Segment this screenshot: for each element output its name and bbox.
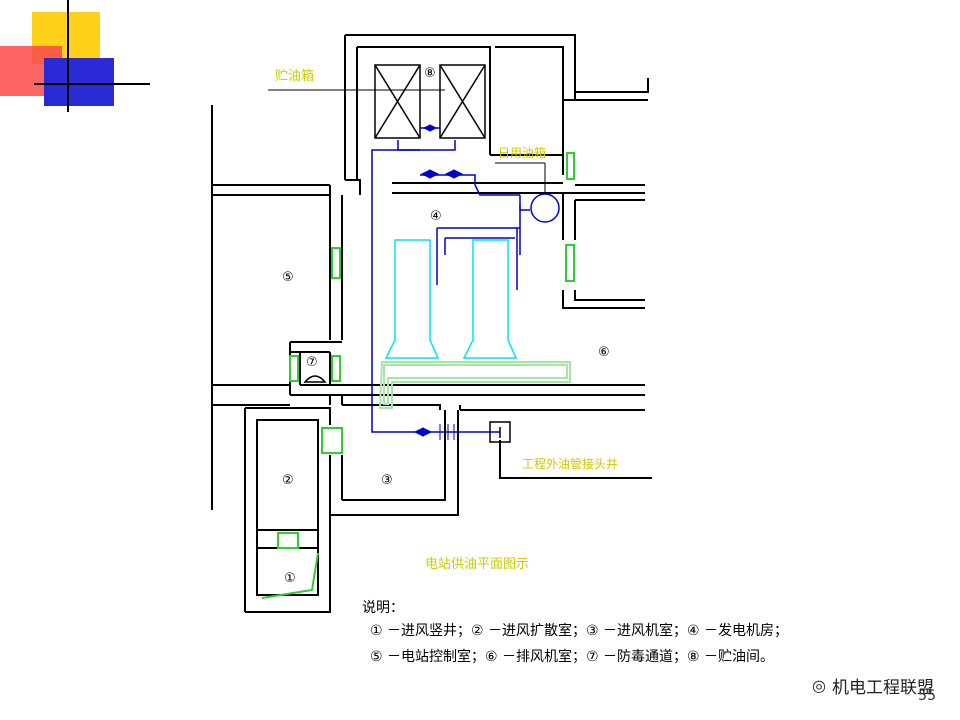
- room-5-label: ⑤: [282, 270, 294, 285]
- room-6-label: ⑥: [598, 345, 610, 360]
- leader-lines: [268, 89, 546, 194]
- room-1-label: ①: [284, 571, 296, 586]
- door-markers: [261, 152, 575, 599]
- room-4-label: ④: [430, 209, 442, 224]
- wechat-icon: ◎: [812, 676, 826, 695]
- legend-line-2: ⑤ －电站控制室；⑥ －排风机室；⑦ －防毒通道；⑧ －贮油间。: [370, 649, 775, 665]
- floor-plan-walls: [211, 34, 652, 613]
- external-well-box: [489, 421, 511, 443]
- diagram-caption: 电站供油平面图示: [425, 557, 529, 572]
- daily-tank-label: 日用油箱: [498, 145, 546, 160]
- room-3-label: ③: [381, 473, 393, 488]
- pipe-valves: [413, 124, 464, 440]
- room-2-label: ②: [282, 473, 294, 488]
- corner-logo: [0, 0, 150, 112]
- generator-sets: [384, 239, 518, 359]
- watermark: ◎ 机电工程联盟: [812, 673, 934, 698]
- oil-storage-tanks: [374, 64, 486, 139]
- legend-line-1: ① －进风竖井；② －进风扩散室；③ －进风机室；④ －发电机房；: [370, 623, 789, 639]
- room7-symbol: [303, 375, 327, 383]
- fuel-pipes: [371, 127, 560, 433]
- legend-title: 说明：: [362, 600, 404, 616]
- room-8-label: ⑧: [424, 66, 436, 81]
- watermark-text: 机电工程联盟: [832, 678, 934, 698]
- room-7-label: ⑦: [306, 355, 318, 370]
- page-number: 55: [918, 688, 936, 704]
- external-well-label: 工程外油管接头井: [522, 456, 618, 471]
- oil-tank-label: 贮油箱: [275, 68, 314, 84]
